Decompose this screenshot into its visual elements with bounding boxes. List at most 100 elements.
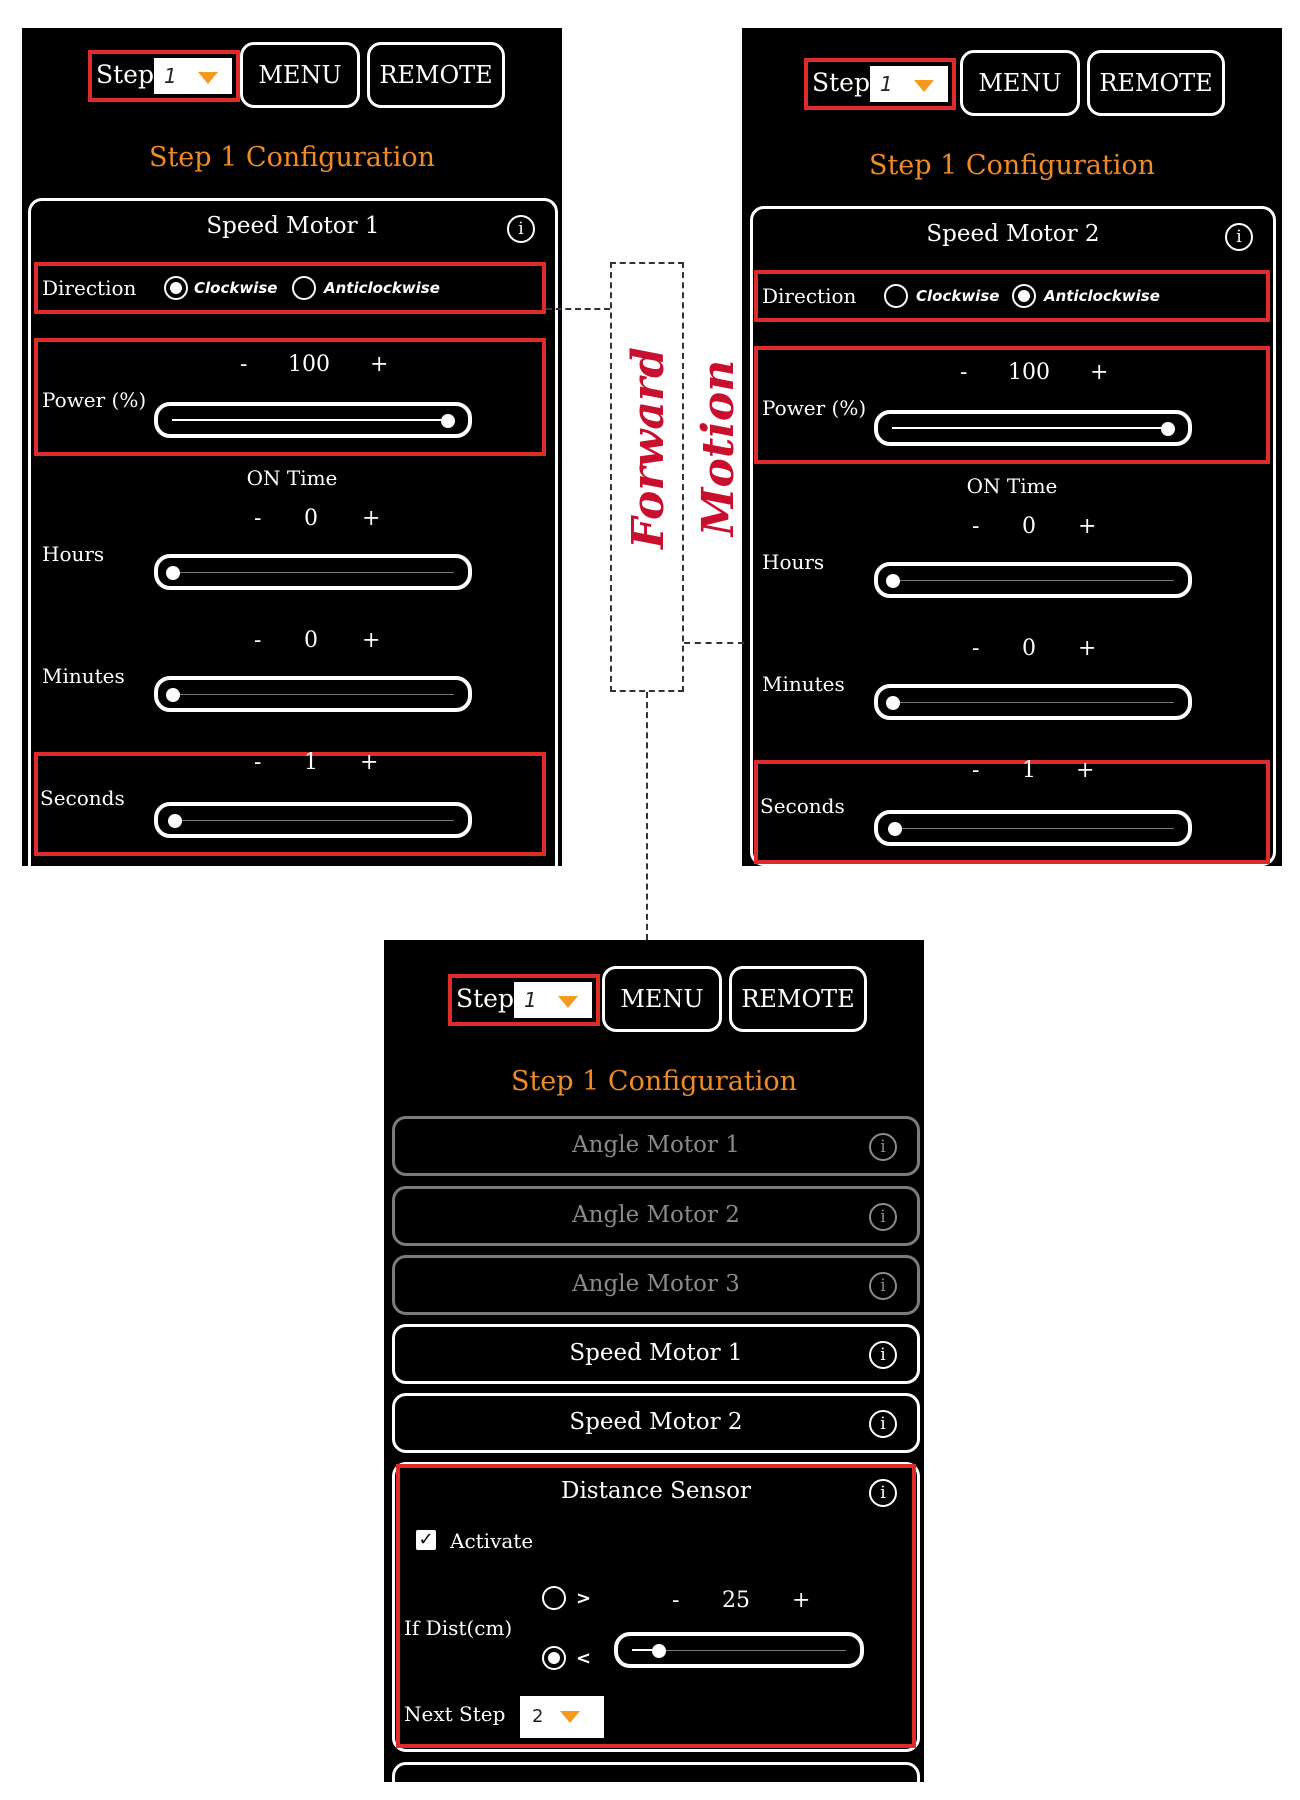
minutes-minus[interactable]: -: [972, 636, 980, 661]
distance-minus[interactable]: -: [672, 1588, 680, 1613]
distance-sensor-highlight: [396, 1464, 916, 1748]
anticlockwise-label: Anticlockwise: [1044, 287, 1160, 305]
hours-value: 0: [304, 506, 318, 531]
remote-button[interactable]: REMOTE: [1087, 50, 1225, 116]
panel-speed-motor-2: Step 1 MENU REMOTE Step 1 Configuration …: [742, 28, 1282, 866]
remote-button[interactable]: REMOTE: [729, 966, 867, 1032]
seconds-label: Seconds: [760, 794, 845, 818]
info-icon[interactable]: i: [869, 1341, 897, 1369]
distance-value: 25: [722, 1588, 750, 1613]
step-dropdown[interactable]: Step 1: [804, 58, 956, 110]
info-icon[interactable]: i: [1225, 223, 1253, 251]
step-value: 1: [164, 64, 177, 88]
info-icon[interactable]: i: [869, 1203, 897, 1231]
card-angle-motor-2[interactable]: Angle Motor 2 i: [392, 1186, 920, 1246]
power-plus[interactable]: +: [370, 352, 389, 377]
radio-anticlockwise[interactable]: [292, 276, 316, 300]
slider-track: [172, 572, 454, 573]
hours-slider[interactable]: [874, 562, 1192, 598]
slider-knob[interactable]: [652, 1644, 666, 1658]
hours-plus[interactable]: +: [362, 506, 381, 531]
card-title: Speed Motor 2: [926, 221, 1100, 247]
info-icon[interactable]: i: [869, 1272, 897, 1300]
step-label: Step: [96, 60, 154, 89]
minutes-plus[interactable]: +: [362, 628, 381, 653]
minutes-slider[interactable]: [154, 676, 472, 712]
step-dropdown[interactable]: Step 1: [448, 974, 600, 1026]
remote-button[interactable]: REMOTE: [367, 42, 505, 108]
menu-button[interactable]: MENU: [602, 966, 722, 1032]
slider-knob[interactable]: [886, 574, 900, 588]
radio-anticlockwise[interactable]: [1012, 284, 1036, 308]
hours-minus[interactable]: -: [972, 514, 980, 539]
radio-less-than[interactable]: [542, 1646, 566, 1670]
minutes-value: 0: [304, 628, 318, 653]
slider-knob[interactable]: [168, 814, 182, 828]
seconds-value: 1: [304, 750, 318, 775]
radio-clockwise[interactable]: [884, 284, 908, 308]
seconds-slider[interactable]: [874, 810, 1192, 846]
card-next-partial: [392, 1762, 920, 1782]
card-angle-motor-3[interactable]: Angle Motor 3 i: [392, 1255, 920, 1315]
card-title: Angle Motor 1: [572, 1132, 740, 1158]
slider-knob[interactable]: [441, 414, 455, 428]
seconds-plus[interactable]: +: [1076, 758, 1095, 783]
minutes-minus[interactable]: -: [254, 628, 262, 653]
speed-motor-card: Speed Motor 1 i: [28, 198, 558, 866]
chevron-down-icon: [914, 80, 934, 92]
slider-knob[interactable]: [888, 822, 902, 836]
slider-knob[interactable]: [166, 688, 180, 702]
power-plus[interactable]: +: [1090, 360, 1109, 385]
card-angle-motor-1[interactable]: Angle Motor 1 i: [392, 1116, 920, 1176]
minutes-slider[interactable]: [874, 684, 1192, 720]
step-select-box[interactable]: 1: [154, 58, 232, 94]
seconds-slider[interactable]: [154, 802, 472, 838]
slider-knob[interactable]: [166, 566, 180, 580]
activate-label: Activate: [450, 1529, 534, 1553]
power-label: Power (%): [762, 396, 867, 420]
card-speed-motor-1[interactable]: Speed Motor 1 i: [392, 1324, 920, 1384]
page-title: Step 1 Configuration: [510, 1066, 798, 1097]
slider-knob[interactable]: [886, 696, 900, 710]
less-than-label: <: [576, 1648, 592, 1669]
hours-label: Hours: [42, 542, 105, 566]
activate-checkbox[interactable]: ✓: [416, 1530, 436, 1550]
distance-slider[interactable]: [614, 1632, 864, 1668]
anticlockwise-label: Anticlockwise: [324, 279, 440, 297]
info-icon[interactable]: i: [869, 1479, 897, 1507]
next-step-dropdown[interactable]: 2: [520, 1696, 604, 1738]
power-slider[interactable]: [154, 402, 472, 438]
power-label: Power (%): [42, 388, 147, 412]
menu-button[interactable]: MENU: [960, 50, 1080, 116]
power-minus[interactable]: -: [240, 352, 248, 377]
page-title: Step 1 Configuration: [148, 142, 436, 173]
power-slider[interactable]: [874, 410, 1192, 446]
seconds-minus[interactable]: -: [254, 750, 262, 775]
on-time-label: ON Time: [246, 466, 338, 490]
slider-knob[interactable]: [1161, 422, 1175, 436]
card-speed-motor-2[interactable]: Speed Motor 2 i: [392, 1393, 920, 1453]
minutes-plus[interactable]: +: [1078, 636, 1097, 661]
seconds-label: Seconds: [40, 786, 125, 810]
hours-label: Hours: [762, 550, 825, 574]
hours-minus[interactable]: -: [254, 506, 262, 531]
step-value: 1: [880, 72, 893, 96]
seconds-minus[interactable]: -: [972, 758, 980, 783]
step-dropdown[interactable]: Step 1: [88, 50, 240, 102]
menu-button[interactable]: MENU: [240, 42, 360, 108]
info-icon[interactable]: i: [869, 1133, 897, 1161]
power-minus[interactable]: -: [960, 360, 968, 385]
step-select-box[interactable]: 1: [870, 66, 948, 102]
hours-value: 0: [1022, 514, 1036, 539]
step-select-box[interactable]: 1: [514, 982, 592, 1018]
info-icon[interactable]: i: [869, 1410, 897, 1438]
radio-greater-than[interactable]: [542, 1586, 566, 1610]
hours-plus[interactable]: +: [1078, 514, 1097, 539]
seconds-highlight: [754, 760, 1270, 864]
hours-slider[interactable]: [154, 554, 472, 590]
seconds-plus[interactable]: +: [360, 750, 379, 775]
info-icon[interactable]: i: [507, 215, 535, 243]
slider-fill: [632, 1649, 656, 1651]
radio-clockwise[interactable]: [164, 276, 188, 300]
distance-plus[interactable]: +: [792, 1588, 811, 1613]
